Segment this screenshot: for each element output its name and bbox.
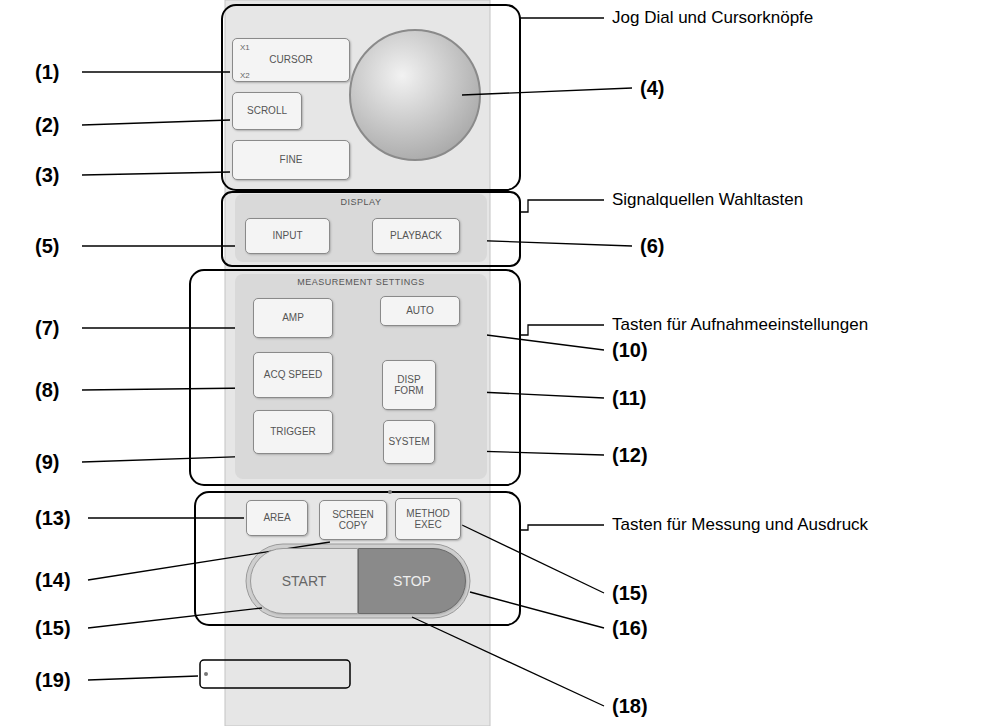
leader-lines — [82, 18, 632, 706]
indicator-led — [204, 672, 208, 676]
callout-number: (5) — [35, 235, 59, 258]
panel-button: SCREEN COPY — [319, 500, 387, 540]
indicator-led — [388, 490, 392, 494]
callout-number: (4) — [640, 77, 664, 100]
group-outline — [190, 270, 520, 485]
leader-line — [82, 327, 251, 328]
panel-button: SCROLL — [232, 92, 302, 130]
panel-button: INPUT — [245, 218, 330, 254]
callout-number: (8) — [35, 379, 59, 402]
group-label: Jog Dial und Cursorknöpfe — [612, 8, 813, 28]
leader-line — [82, 172, 230, 175]
callout-number: (15) — [612, 582, 648, 605]
panel-button: DISP FORM — [382, 360, 436, 410]
callout-number: (13) — [35, 507, 71, 530]
panel-button: METHOD EXEC — [395, 498, 461, 540]
group-outline — [195, 492, 520, 625]
leader-line — [88, 517, 244, 518]
leader-line — [88, 676, 198, 680]
jog-dial — [350, 30, 480, 160]
callout-number: (3) — [35, 164, 59, 187]
panel-button: ACQ SPEED — [253, 352, 333, 398]
callout-number: (11) — [612, 387, 646, 410]
leader-line — [462, 525, 604, 593]
button-label: ACQ SPEED — [264, 369, 322, 381]
button-label: METHOD EXEC — [399, 508, 457, 531]
button-label: AUTO — [406, 305, 434, 317]
leader-line — [82, 245, 243, 246]
section-heading: MEASUREMENT SETTINGS — [235, 277, 487, 287]
button-label: SYSTEM — [388, 436, 429, 448]
callout-number: (15) — [35, 617, 71, 640]
callout-number: (16) — [612, 617, 648, 640]
group-outline — [222, 192, 520, 266]
callout-number: (9) — [35, 451, 59, 474]
panel-button: SYSTEM — [383, 420, 435, 464]
leader-line — [470, 592, 604, 628]
panel-button: AUTO — [380, 296, 460, 326]
button-label: CURSOR — [269, 54, 312, 66]
leader-line — [520, 325, 604, 335]
leader-line — [462, 240, 632, 246]
button-label: AMP — [282, 312, 304, 324]
panel-button: FINE — [232, 140, 350, 180]
button-label: INPUT — [273, 230, 303, 242]
leader-line — [520, 200, 604, 212]
callout-number: (12) — [612, 444, 648, 467]
panel-button: TRIGGER — [253, 410, 333, 454]
group-label: Signalquellen Wahltasten — [612, 190, 803, 210]
section-heading: DISPLAY — [235, 197, 487, 207]
panel-section: DISPLAY INPUT PLAYBACK — [235, 194, 487, 262]
button-label: DISP FORM — [386, 374, 432, 397]
leader-line — [462, 88, 632, 95]
button-label: PLAYBACK — [390, 230, 442, 242]
leader-line — [520, 17, 604, 18]
group-label: Tasten für Aufnahmeeinstellungen — [612, 315, 868, 335]
leader-line — [520, 525, 604, 530]
panel-button: START — [250, 548, 358, 614]
button-label: START — [282, 573, 327, 589]
button-label: TRIGGER — [270, 426, 316, 438]
leader-line — [82, 71, 230, 72]
panel-button: AMP — [253, 298, 333, 338]
panel-button: STOP — [358, 548, 466, 614]
callout-number: (2) — [35, 114, 59, 137]
button-label: AREA — [263, 512, 290, 524]
panel-button: AREA — [246, 500, 308, 536]
start-stop-bezel — [246, 544, 470, 618]
panel-button: PLAYBACK — [372, 218, 460, 254]
callout-number: (7) — [35, 317, 59, 340]
leader-line — [82, 456, 258, 462]
callout-number: (14) — [35, 569, 71, 592]
panel-section: MEASUREMENT SETTINGS AMP AUTO ACQ SPEED DISP… — [235, 274, 487, 479]
indicator-label: X1 — [240, 43, 250, 52]
callout-number: (19) — [35, 669, 71, 692]
button-label: SCREEN COPY — [323, 509, 383, 532]
callout-number: (18) — [612, 695, 648, 718]
group-outline — [222, 5, 520, 190]
group-label: Tasten für Messung und Ausdruck — [612, 515, 868, 535]
leader-line — [82, 388, 251, 390]
panel-face — [225, 0, 490, 726]
button-label: SCROLL — [247, 105, 287, 117]
group-outline — [200, 660, 350, 688]
leader-line — [412, 617, 604, 706]
callout-number: (10) — [612, 339, 648, 362]
button-label: STOP — [393, 573, 431, 589]
callout-number: (6) — [640, 235, 664, 258]
callout-number: (1) — [35, 61, 59, 84]
leader-line — [88, 608, 262, 628]
leader-line — [82, 120, 230, 125]
indicator-label: X2 — [240, 71, 250, 80]
button-label: FINE — [280, 154, 303, 166]
